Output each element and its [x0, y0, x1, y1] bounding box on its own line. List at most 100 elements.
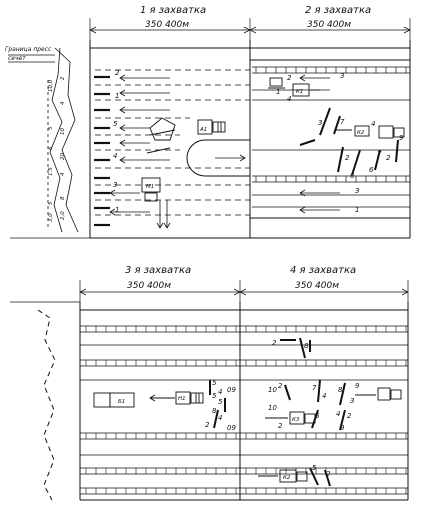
- scale-label: 2,0: [60, 211, 66, 220]
- top-dimension-lines: [89, 18, 411, 40]
- zone-1-lane-numbers: 2 1 5 4 3 1: [113, 69, 120, 214]
- scale-label: 4: [60, 101, 66, 105]
- machine-label-n1: Н1: [178, 396, 186, 402]
- machine-label-k2-bottom: К2: [283, 475, 291, 481]
- zone-4-number: 10: [268, 404, 277, 412]
- embankment-scale-labels: 10,0 2 4 5 10 6 20 4 1.5 8 5 2,0 3,0: [48, 76, 66, 222]
- zone-2-number: 4: [371, 120, 375, 128]
- zone-4-number: 4: [336, 410, 340, 418]
- lane-number: 1: [115, 92, 119, 100]
- zone-3-number: 5: [212, 379, 217, 387]
- lane-number: 3: [113, 181, 117, 189]
- zone-3-number: 09: [227, 424, 236, 432]
- machine-label-k1: К1: [296, 89, 303, 95]
- zone-3-number: 2: [205, 421, 210, 429]
- zone-4-number: 8: [304, 342, 309, 350]
- lane-number: 1: [115, 206, 119, 214]
- zone-2-number: 6: [350, 172, 355, 180]
- bottom-kerb-bands: [80, 325, 408, 495]
- lane-number: 2: [115, 69, 120, 77]
- border-label-line1: Граница пресс: [5, 46, 52, 53]
- zone-4-number: 2: [326, 470, 331, 478]
- scale-label: 6: [48, 146, 54, 150]
- zone-4-number: 2: [272, 339, 277, 347]
- zone-4-number: 2: [278, 422, 283, 430]
- zone-4-number: 5: [315, 412, 320, 420]
- scale-label: 10,0: [48, 79, 54, 92]
- zone-2-title: 2 я захватка: [305, 5, 371, 16]
- zone-4-numbers: 2 8 10 2 7 8 4 3 5 10 9 4 2 9 2 5 2: [268, 339, 360, 478]
- scale-label: 8: [60, 196, 66, 200]
- zone-4-title: 4 я захватка: [290, 265, 356, 276]
- zone-1-machinery: [141, 117, 226, 202]
- bottom-frame: [79, 302, 409, 501]
- zone-4-number: 10: [268, 386, 277, 394]
- zone-2-dimension: 350 400м: [307, 20, 351, 30]
- scale-label: 20: [60, 153, 66, 160]
- zone-2-number: 9: [399, 134, 404, 142]
- machine-label-k3: К3: [292, 417, 300, 423]
- top-section: 1 я захватка 350 400м 2 я захватка 350 4…: [5, 5, 411, 239]
- lane-number: 5: [113, 120, 118, 128]
- zone-4-number: 2: [278, 382, 283, 390]
- zone-4-number: 3: [350, 397, 354, 405]
- scale-label: 1.5: [48, 167, 54, 176]
- zone-2-number: 4: [287, 95, 291, 103]
- machine-label-b1: Б1: [118, 399, 125, 405]
- zone-2-number: 3: [355, 187, 359, 195]
- zone-3-numbers: 5 2 5 8 4 09 09 4 5: [205, 379, 236, 432]
- zone-1-title: 1 я захватка: [140, 5, 206, 16]
- zone-3-title: 3 я захватка: [125, 265, 191, 276]
- zone-4-number: 9: [340, 424, 345, 432]
- bottom-section: 3 я захватка 350 400м 4 я захватка 350 4…: [10, 265, 409, 501]
- scale-label: 10: [60, 128, 66, 135]
- zone-3-machinery: [93, 380, 226, 429]
- zone-1-lanes: [95, 69, 250, 216]
- zone-4-number: 4: [322, 392, 326, 400]
- zone-2-number: 3: [340, 72, 344, 80]
- zone-2-number: 7: [340, 118, 345, 126]
- turnaround-loop: [186, 139, 250, 177]
- zone-2-number: 2: [386, 154, 391, 162]
- zone-3-number: 5: [212, 392, 217, 400]
- zone-4-number: 7: [312, 384, 317, 392]
- zone-4-number: 9: [355, 382, 360, 390]
- machine-label-k2: К2: [357, 130, 365, 136]
- bottom-dimension-lines: [79, 280, 409, 302]
- zone-2-number: 6: [369, 166, 374, 174]
- zone-4-machinery: [258, 337, 402, 487]
- zone-2-numbers: 3 2 1 4 3 7 2 6 4 2 7 6 9 3 1: [276, 72, 404, 214]
- zone-3-number: 09: [227, 386, 236, 394]
- zone-3-number: 4: [218, 414, 222, 422]
- zone-4-number: 8: [338, 386, 343, 394]
- zone-2-number: 2: [345, 154, 350, 162]
- scale-label: 2: [60, 76, 66, 80]
- zone-3-number: 4: [218, 388, 222, 396]
- zone-3-number: 5: [218, 398, 223, 406]
- left-boundary-wavy: [37, 309, 56, 501]
- scale-label: 3,0: [48, 213, 54, 222]
- top-frame: [10, 40, 411, 239]
- zone-2-kerb-hatching: [252, 66, 410, 208]
- lane-number: 4: [113, 152, 117, 160]
- zone-1-edge-marks: [94, 75, 110, 227]
- scale-label: 5: [48, 126, 54, 130]
- border-label-line2: сечет: [8, 55, 26, 62]
- zone-3-dimension: 350 400м: [127, 281, 171, 291]
- zone-2-number: 7: [377, 150, 382, 158]
- zone-1-direction-arrows: [109, 74, 171, 229]
- machine-label-a1: А1: [199, 127, 207, 133]
- zone-4-number: 5: [312, 464, 317, 472]
- zone-2-machinery: [268, 77, 405, 176]
- zone-2-number: 1: [276, 88, 280, 96]
- zone-1-dimension: 350 400м: [145, 20, 189, 30]
- zone-4-number: 2: [347, 412, 352, 420]
- zone-4-dimension: 350 400м: [295, 281, 339, 291]
- scale-label: 4: [60, 172, 66, 176]
- scale-label: 5: [48, 201, 54, 205]
- zone-2-number: 3: [318, 119, 322, 127]
- embankment-section: [8, 47, 79, 233]
- zone-2-number: 1: [355, 206, 359, 214]
- machine-label-m1: М1: [146, 184, 154, 190]
